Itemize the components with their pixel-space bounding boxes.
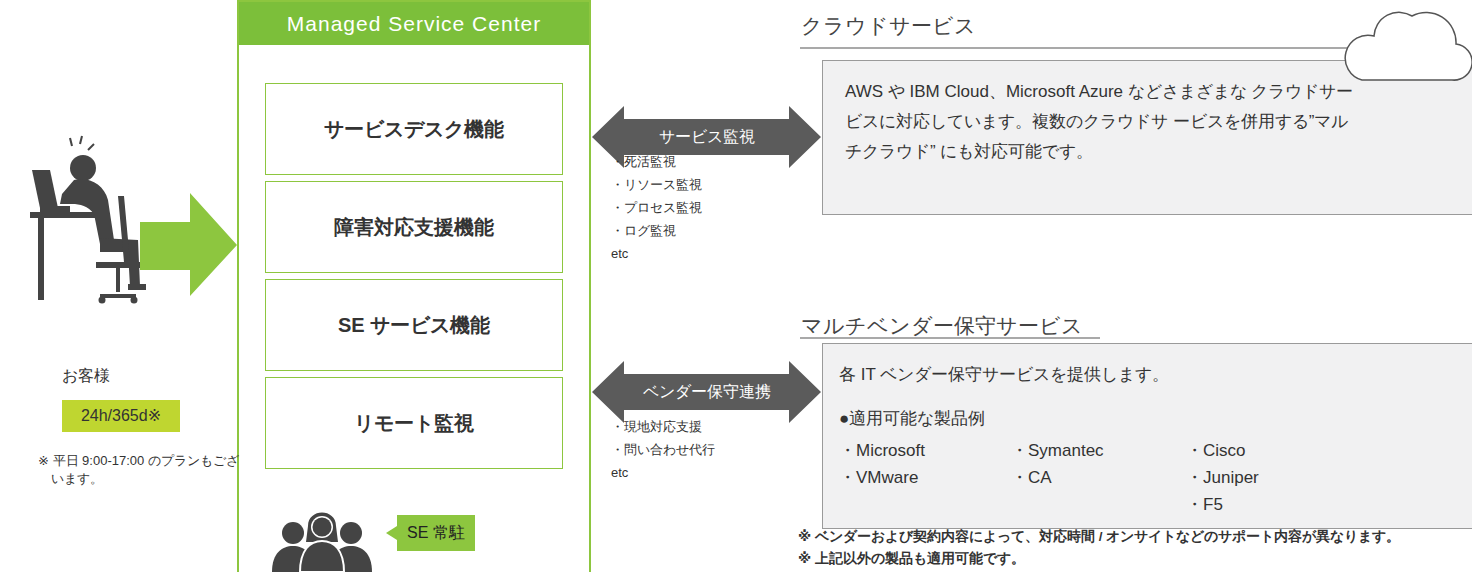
edge-label: ベンダー保守連携 [643,382,771,401]
list-item: ・リソース監視 [611,176,702,194]
product-item: ・VMware [839,467,918,489]
double-arrow [592,361,821,423]
function-box: リモート監視 [265,377,563,469]
cloud-outline [1345,12,1472,80]
center-title: Managed Service Center [239,2,589,45]
product-item: ・Juniper [1186,467,1259,489]
product-item: ・F5 [1186,494,1223,516]
panel-heading: マルチベンダー保守サービス [801,312,1083,339]
node-text: ●適用可能な製品例 [839,408,985,430]
list-item: etc [611,245,628,263]
node-text: サービスデスク機能 [324,116,504,142]
list-item: ・ログ監視 [611,222,676,240]
footnote: ※ 平日 9:00-17:00 のプランもございます。 [38,452,241,487]
list-item: ・現地対応支援 [611,418,702,436]
customer-figure [30,155,146,304]
heading-rule [800,47,1352,48]
product-item: ・CA [1011,467,1052,489]
list-item: ・死活監視 [611,153,676,171]
service-panel: マルチベンダー保守サービス各 IT ベンダー保守サービスを提供します。●適用可能… [822,343,1472,529]
list-item: etc [611,464,628,482]
panel-heading: クラウドサービス [801,12,976,39]
node-text: SE 常駐 [407,523,465,544]
function-box: 障害対応支援機能 [265,181,563,273]
sweat-marks [70,136,94,150]
node-text: 24h/365d※ [81,406,161,427]
function-box: サービスデスク機能 [265,83,563,175]
node-text: リモート監視 [354,410,474,436]
customer-label: お客様 [62,365,110,387]
footnote: ※ 上記以外の製品も適用可能です。 [798,550,1025,568]
hours-badge: 24h/365d※ [62,400,180,432]
list-item: ・プロセス監視 [611,199,702,217]
callout-box: SE 常駐 [397,515,475,551]
footnote: ※ ベンダーおよび契約内容によって、対応時間 / オンサイトなどのサポート内容が… [798,528,1400,546]
product-item: ・Cisco [1186,440,1246,462]
heading-rule [800,337,1100,338]
product-item: ・Symantec [1011,440,1104,462]
request-arrow [140,193,237,296]
node-text: 各 IT ベンダー保守サービスを提供します。 [839,364,1169,386]
node-text: 障害対応支援機能 [334,214,494,240]
service-center-box: Managed Service Center サービスデスク機能障害対応支援機能 S… [237,0,591,572]
node-text: AWS や IBM Cloud、Microsoft Azure などさまざまな … [845,77,1355,166]
staff-figures [272,513,372,572]
edge-label: サービス監視 [659,127,755,146]
node-text: SE サービス機能 [338,312,490,338]
list-item: ・問い合わせ代行 [611,441,715,459]
product-item: ・Microsoft [839,440,925,462]
service-panel: クラウドサービスAWS や IBM Cloud、Microsoft Azure … [822,60,1472,215]
function-box: SE サービス機能 [265,279,563,371]
